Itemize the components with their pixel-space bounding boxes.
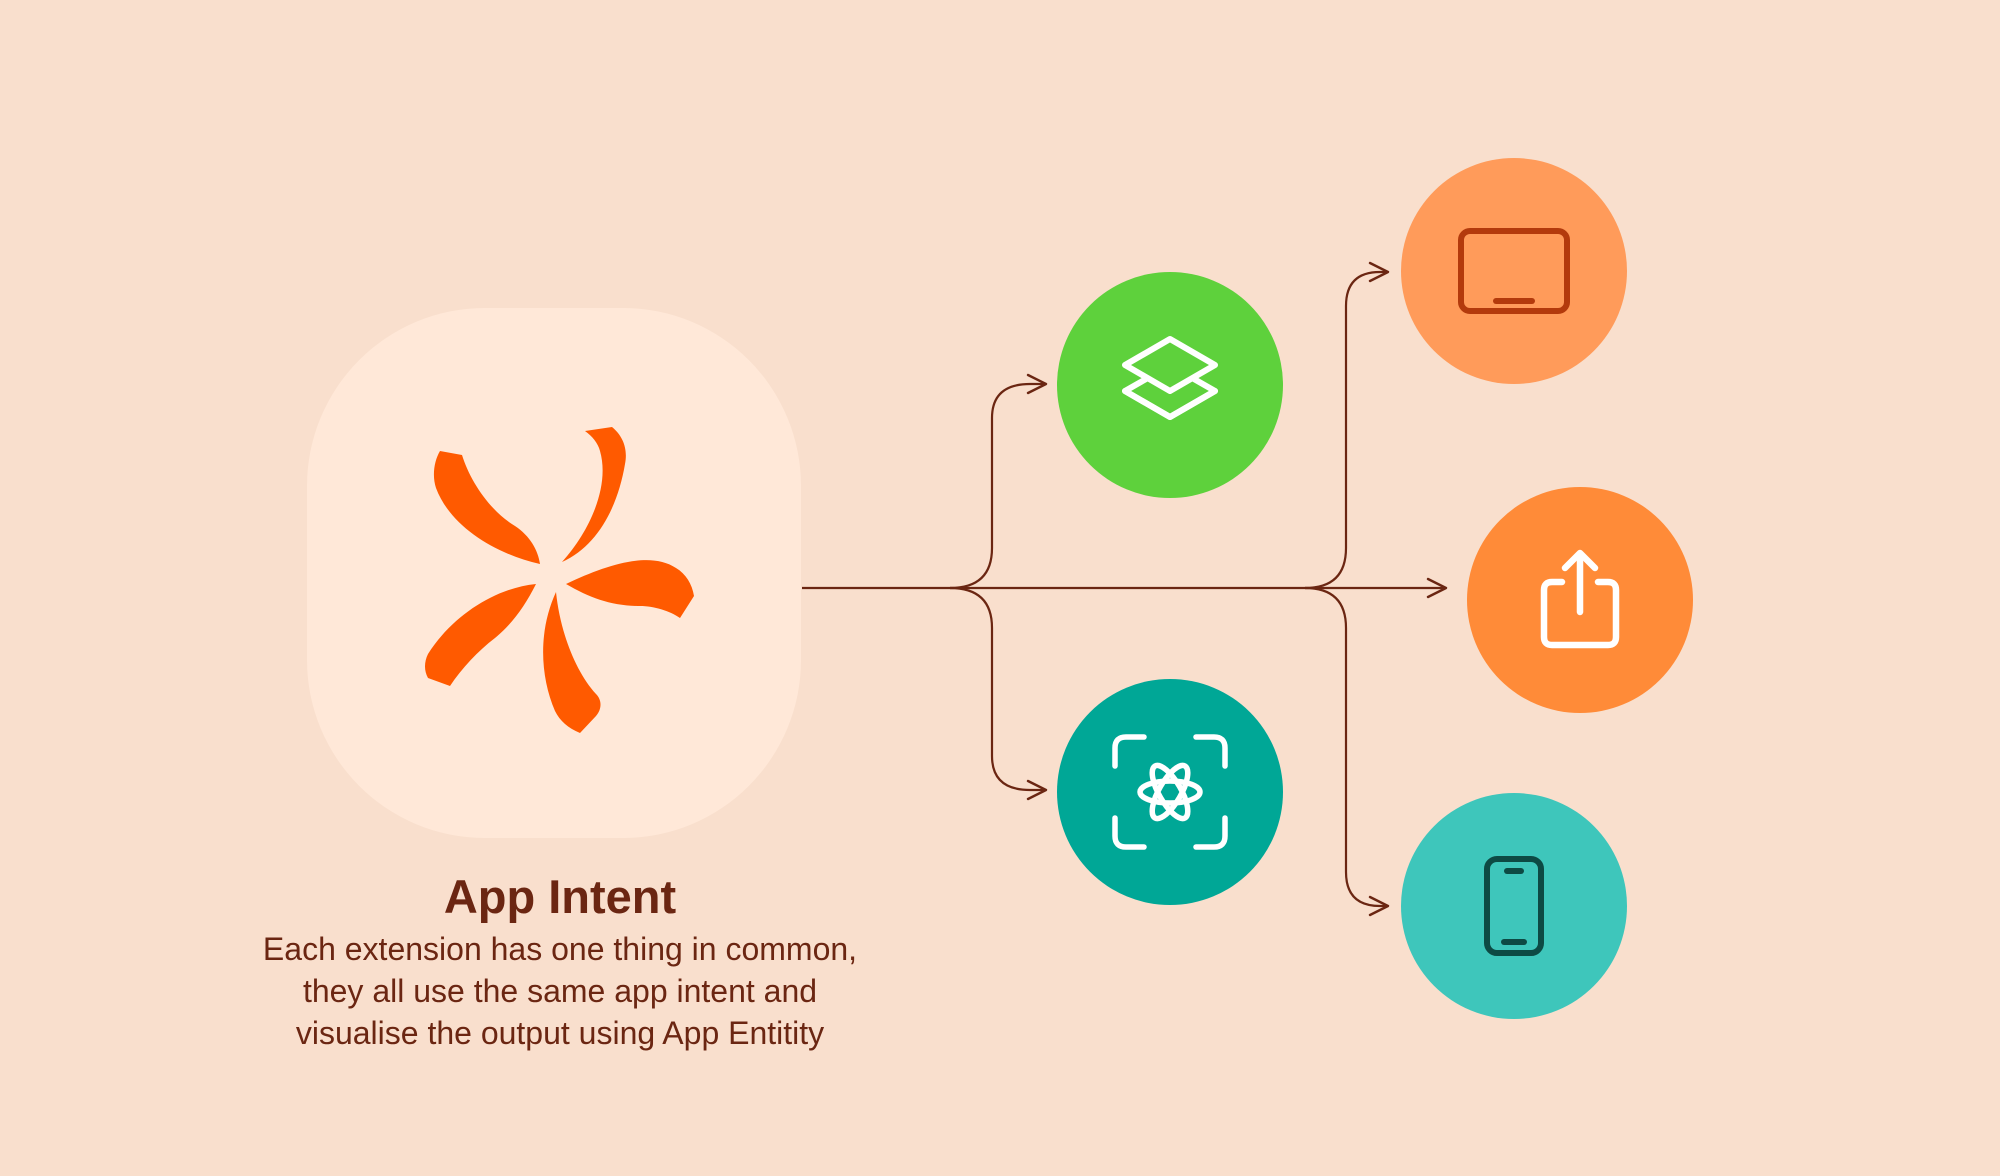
layers-icon (1122, 336, 1218, 420)
connector-to-apple-intelligence (949, 586, 1048, 801)
connector-to-shortcuts (949, 373, 1048, 590)
description-line: they all use the same app intent and (302, 973, 818, 1009)
node-share (1467, 487, 1693, 713)
laptop-screen-icon (1458, 228, 1570, 314)
connectors (802, 261, 1448, 917)
app-intent-caption: App Intent Each extension has one thing … (160, 866, 960, 1054)
iphone-icon (1484, 856, 1544, 956)
connector-to-iphone (1304, 586, 1390, 917)
connector-to-mac (1304, 261, 1390, 590)
description-line: Each extension has one thing in common, (262, 931, 858, 967)
app-intent-description: Each extension has one thing in common, … (160, 928, 960, 1054)
app-intent-title: App Intent (443, 870, 677, 923)
node-iphone (1401, 793, 1627, 1019)
node-shortcuts (1057, 272, 1283, 498)
apple-intelligence-scan-icon (1112, 734, 1228, 850)
app-intent-tile (307, 308, 801, 838)
share-icon (1540, 549, 1620, 649)
node-apple-intelligence (1057, 679, 1283, 905)
description-line: visualise the output using App Entitity (295, 1015, 825, 1051)
node-mac (1401, 158, 1627, 384)
fan-pinwheel-icon (425, 427, 694, 733)
